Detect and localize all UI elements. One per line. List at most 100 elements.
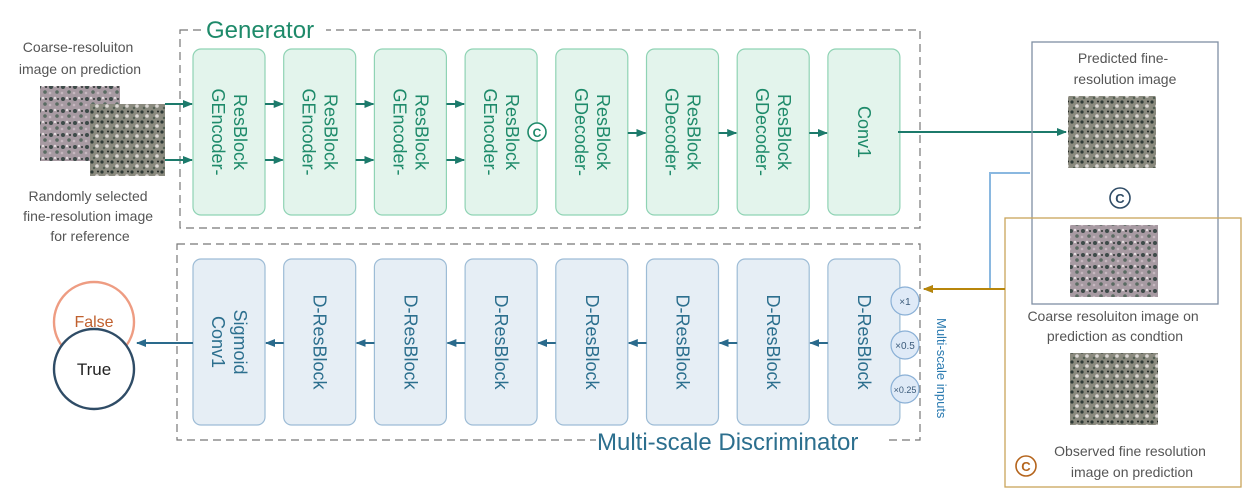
discriminator-block-2: D-ResBlock xyxy=(283,258,357,426)
scale-x05: ×0.5 xyxy=(890,330,920,360)
scale-x1-label: ×1 xyxy=(899,297,911,308)
discriminator-block-8-label-line: D-ResBlock xyxy=(854,294,874,390)
generator-block-1-label: GEncoder-ResBlock xyxy=(208,88,250,175)
discriminator-block-5: D-ResBlock xyxy=(555,258,629,426)
observed-concat-symbol: C xyxy=(1021,459,1031,474)
generator-arrows xyxy=(265,100,828,164)
generator-block-1: GEncoder-ResBlock xyxy=(192,48,266,216)
scales-label: Multi-scale inputs xyxy=(934,318,949,419)
discriminator-block-7-label: D-ResBlock xyxy=(763,294,783,390)
generator-block-3-label-line: GEncoder- xyxy=(389,88,409,175)
generator-block-6-label-line: GDecoder- xyxy=(662,88,682,176)
true-label: True xyxy=(77,360,111,379)
generator-block-4: GEncoder-ResBlock xyxy=(464,48,538,216)
generator-block-5-label-line: GDecoder- xyxy=(571,88,591,176)
condition-label: Coarse resoluiton image on prediction as… xyxy=(1027,308,1202,344)
discriminator-title: Multi-scale Discriminator xyxy=(597,429,858,456)
discriminator-block-7: D-ResBlock xyxy=(736,258,810,426)
generator-block-5-label-line: ResBlock xyxy=(593,94,613,171)
discriminator-block-2-label-line: D-ResBlock xyxy=(310,294,330,390)
discriminator-block-6-label-line: D-ResBlock xyxy=(673,294,693,390)
input-image-stack xyxy=(40,86,165,176)
observed-concat-icon: C xyxy=(1015,455,1037,477)
coarse-input-label: Coarse-resoluiton image on prediction xyxy=(19,39,141,77)
discriminator-block-3: D-ResBlock xyxy=(373,258,447,426)
generator-block-8: Conv1 xyxy=(827,48,901,216)
generator-block-2: GEncoder-ResBlock xyxy=(283,48,357,216)
condition-label-line1: Coarse resoluiton image on xyxy=(1027,308,1198,324)
generator-block-8-label-line: Conv1 xyxy=(854,106,874,158)
observed-image xyxy=(1070,353,1158,425)
discriminator-block-5-label: D-ResBlock xyxy=(582,294,602,390)
condition-image xyxy=(1070,225,1158,297)
discriminator-block-3-label: D-ResBlock xyxy=(400,294,420,390)
discriminator-block-2-label: D-ResBlock xyxy=(310,294,330,390)
generator-block-6-label: GDecoder-ResBlock xyxy=(662,88,704,176)
reference-input-label: Randomly selected fine-resolution image … xyxy=(23,188,157,244)
observed-panel xyxy=(1004,217,1242,488)
predicted-label-line2: resolution image xyxy=(1074,71,1177,87)
generator-block-1-label-line: GEncoder- xyxy=(208,88,228,175)
generator-block-4-label-line: ResBlock xyxy=(502,94,522,171)
predicted-panel xyxy=(1031,41,1219,305)
true-output: True xyxy=(52,327,136,411)
generator-block-4-label-line: GEncoder- xyxy=(480,88,500,175)
predicted-concat-symbol: C xyxy=(1115,191,1125,206)
discriminator-block-4-label: D-ResBlock xyxy=(491,294,511,390)
generator-block-6-label-line: ResBlock xyxy=(684,94,704,171)
generator-block-3-label-line: ResBlock xyxy=(411,94,431,171)
reference-input-label-line2: fine-resolution image xyxy=(23,208,153,224)
discriminator-block-4-label-line: D-ResBlock xyxy=(491,294,511,390)
predicted-label-line1: Predicted fine- xyxy=(1078,50,1169,66)
discriminator-block-6: D-ResBlock xyxy=(645,258,720,426)
generator-concat-icon: C xyxy=(527,122,547,142)
generator-block-2-label-line: GEncoder- xyxy=(299,88,319,175)
reference-input-label-line3: for reference xyxy=(50,228,130,244)
condition-label-line2: prediction as condtion xyxy=(1047,328,1183,344)
generator-block-6: GDecoder-ResBlock xyxy=(645,48,720,216)
generator-block-5-label: GDecoder-ResBlock xyxy=(571,88,613,176)
generator-title-backdrop xyxy=(206,16,326,42)
predicted-concat-icon: C xyxy=(1109,187,1131,209)
discriminator-block-8: D-ResBlock xyxy=(827,258,901,426)
coarse-input-label-line1: Coarse-resoluiton xyxy=(23,39,134,55)
generator-block-3: GEncoder-ResBlock xyxy=(373,48,447,216)
generator-block-7-label-line: ResBlock xyxy=(774,94,794,171)
generator-title: Generator xyxy=(206,17,314,44)
predicted-label: Predicted fine- resolution image xyxy=(1074,50,1177,87)
discriminator-block-1-label-line: Sigmoid xyxy=(230,309,250,374)
discriminator-block-1-label-line: Conv1 xyxy=(208,316,228,368)
generator-concat-symbol: C xyxy=(533,126,542,140)
reference-input-image xyxy=(90,104,165,176)
observed-label-line2: image on prediction xyxy=(1071,464,1193,480)
discriminator-block-7-label-line: D-ResBlock xyxy=(763,294,783,390)
scale-x025-label: ×0.25 xyxy=(894,385,917,395)
discriminator-block-5-label-line: D-ResBlock xyxy=(582,294,602,390)
discriminator-block-8-label: D-ResBlock xyxy=(854,294,874,390)
generator-block-7: GDecoder-ResBlock xyxy=(736,48,810,216)
discriminator-container xyxy=(176,243,921,441)
predicted-image xyxy=(1068,96,1156,168)
observed-label: Observed fine resolution image on predic… xyxy=(1054,443,1210,480)
generator-block-2-label-line: ResBlock xyxy=(321,94,341,171)
generator-block-1-label-line: ResBlock xyxy=(230,94,250,171)
coarse-input-label-line2: image on prediction xyxy=(19,61,141,77)
false-label: False xyxy=(74,314,113,331)
scale-x1: ×1 xyxy=(890,286,920,316)
scale-inputs: ×1 ×0.5 ×0.25 xyxy=(890,286,920,404)
predicted-to-discriminator-arrow xyxy=(923,172,1030,293)
generator-block-5: GDecoder-ResBlock xyxy=(555,48,629,216)
discriminator-block-6-label: D-ResBlock xyxy=(673,294,693,390)
generator-block-8-label: Conv1 xyxy=(854,106,874,158)
generator-block-7-label-line: GDecoder- xyxy=(752,88,772,176)
reference-input-label-line1: Randomly selected xyxy=(29,188,148,204)
scale-x05-label: ×0.5 xyxy=(895,341,915,352)
generator-block-3-label: GEncoder-ResBlock xyxy=(389,88,431,175)
discriminator-block-3-label-line: D-ResBlock xyxy=(400,294,420,390)
generator-container xyxy=(179,29,921,229)
